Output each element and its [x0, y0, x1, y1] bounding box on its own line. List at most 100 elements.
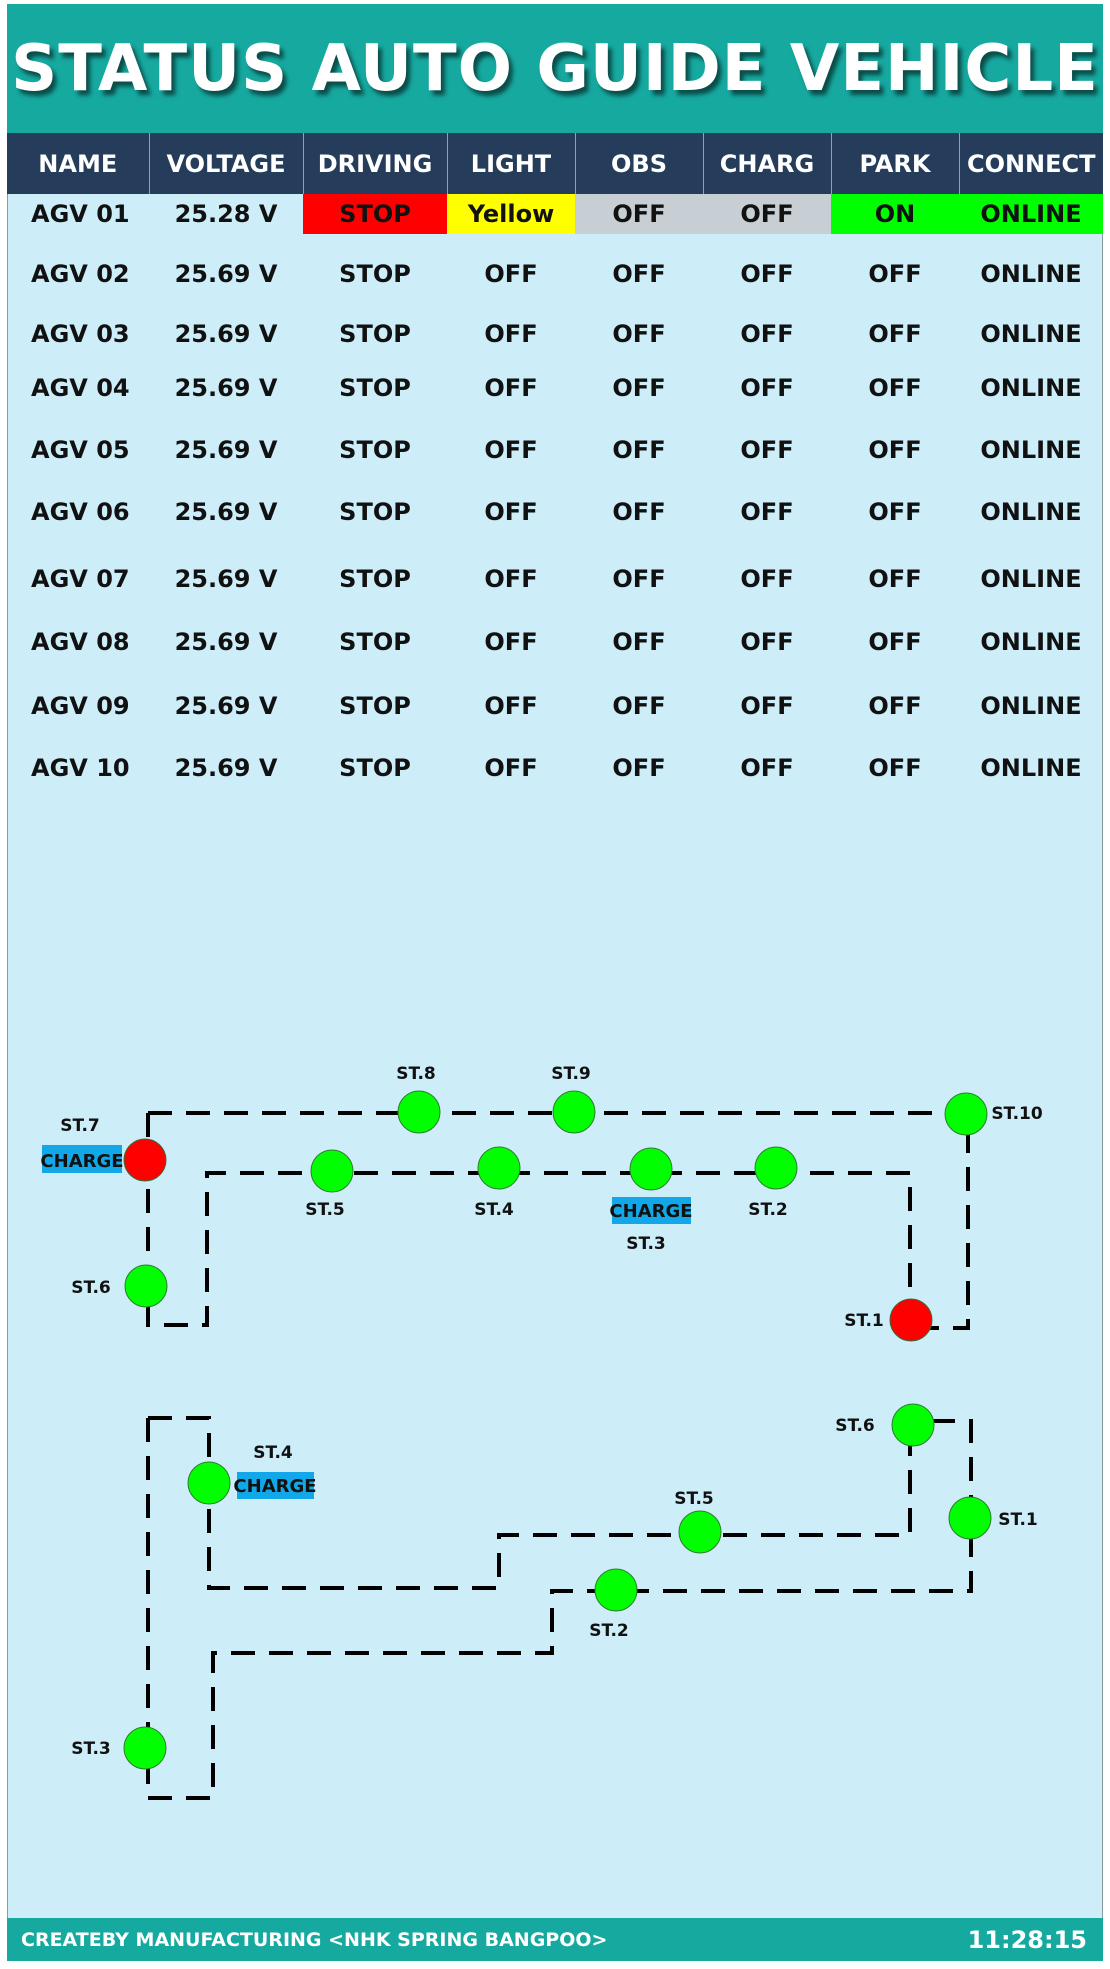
header-name: NAME: [7, 133, 150, 194]
agv-connect: ONLINE: [980, 320, 1082, 348]
agv-voltage: 25.69 V: [174, 498, 278, 526]
agv-connect: ONLINE: [959, 194, 1103, 234]
agv-light: OFF: [484, 754, 538, 782]
agv-connect: ONLINE: [980, 754, 1082, 782]
agv-charg: OFF: [703, 194, 831, 234]
agv-park: OFF: [868, 692, 922, 720]
agv-driving: STOP: [339, 498, 411, 526]
header-driving: DRIVING: [303, 133, 448, 194]
agv-voltage: 25.28 V: [174, 200, 278, 228]
agv-light: OFF: [484, 498, 538, 526]
footer-bar: CREATEBY MANUFACTURING <NHK SPRING BANGP…: [7, 1918, 1103, 1961]
title-bar: STATUS AUTO GUIDE VEHICLE: [7, 4, 1103, 133]
agv-park: OFF: [868, 754, 922, 782]
agv-park: ON: [831, 194, 959, 234]
agv-voltage: 25.69 V: [174, 627, 278, 656]
agv-charg: OFF: [740, 754, 794, 782]
agv-voltage: 25.69 V: [174, 564, 278, 593]
agv-obs: OFF: [612, 754, 666, 782]
agv-driving: STOP: [303, 194, 447, 234]
table-row: AGV 07 25.69 V STOP OFF OFF OFF OFF ONLI…: [7, 545, 1103, 612]
agv-name: AGV 10: [31, 754, 130, 782]
table-row: AGV 05 25.69 V STOP OFF OFF OFF OFF ONLI…: [7, 421, 1103, 479]
agv-obs: OFF: [612, 373, 666, 402]
table-row: AGV 01 25.28 V STOP Yellow OFF OFF ON ON…: [7, 194, 1103, 234]
agv-charg: OFF: [740, 627, 794, 656]
agv-obs: OFF: [612, 627, 666, 656]
agv-connect: ONLINE: [980, 373, 1082, 402]
table-row: AGV 09 25.69 V STOP OFF OFF OFF OFF ONLI…: [7, 671, 1103, 741]
agv-park: OFF: [868, 436, 922, 464]
agv-connect: ONLINE: [980, 627, 1082, 656]
agv-voltage: 25.69 V: [174, 260, 278, 288]
agv-light: OFF: [484, 692, 538, 720]
header-light: LIGHT: [447, 133, 576, 194]
agv-name: AGV 06: [31, 498, 130, 526]
agv-park: OFF: [868, 260, 922, 288]
agv-charg: OFF: [740, 436, 794, 464]
agv-obs: OFF: [612, 260, 666, 288]
agv-charg: OFF: [740, 498, 794, 526]
agv-name: AGV 03: [31, 320, 130, 348]
agv-park: OFF: [868, 627, 922, 656]
agv-connect: ONLINE: [980, 436, 1082, 464]
agv-name: AGV 04: [31, 373, 130, 402]
agv-driving: STOP: [339, 320, 411, 348]
agv-connect: ONLINE: [980, 260, 1082, 288]
agv-obs: OFF: [575, 194, 703, 234]
agv-voltage: 25.69 V: [174, 754, 278, 782]
agv-charg: OFF: [740, 564, 794, 593]
agv-charg: OFF: [740, 320, 794, 348]
agv-driving: STOP: [339, 692, 411, 720]
agv-connect: ONLINE: [980, 498, 1082, 526]
footer-credit: CREATEBY MANUFACTURING <NHK SPRING BANGP…: [21, 1928, 608, 1951]
agv-driving: STOP: [339, 260, 411, 288]
agv-driving: STOP: [339, 564, 411, 593]
agv-name: AGV 09: [31, 692, 130, 720]
agv-obs: OFF: [612, 564, 666, 593]
table-row: AGV 04 25.69 V STOP OFF OFF OFF OFF ONLI…: [7, 354, 1103, 421]
agv-park: OFF: [868, 320, 922, 348]
agv-charg: OFF: [740, 373, 794, 402]
agv-light: OFF: [484, 627, 538, 656]
table-row: AGV 03 25.69 V STOP OFF OFF OFF OFF ONLI…: [7, 314, 1103, 354]
header-voltage: VOLTAGE: [149, 133, 304, 194]
agv-name: AGV 02: [31, 260, 130, 288]
agv-light: OFF: [484, 260, 538, 288]
agv-park: OFF: [868, 564, 922, 593]
agv-light: OFF: [484, 436, 538, 464]
agv-obs: OFF: [612, 692, 666, 720]
agv-voltage: 25.69 V: [174, 320, 278, 348]
table-row: AGV 06 25.69 V STOP OFF OFF OFF OFF ONLI…: [7, 479, 1103, 545]
agv-voltage: 25.69 V: [174, 373, 278, 402]
agv-obs: OFF: [612, 436, 666, 464]
table-header-row: NAME VOLTAGE DRIVING LIGHT OBS CHARG PAR…: [7, 133, 1103, 194]
agv-driving: STOP: [339, 436, 411, 464]
agv-name: AGV 08: [31, 627, 130, 656]
header-connect: CONNECT: [959, 133, 1103, 194]
agv-park: OFF: [868, 373, 922, 402]
agv-charg: OFF: [740, 260, 794, 288]
agv-park: OFF: [868, 498, 922, 526]
header-charg: CHARG: [703, 133, 832, 194]
agv-driving: STOP: [339, 373, 411, 402]
agv-driving: STOP: [339, 627, 411, 656]
agv-name: AGV 07: [31, 564, 130, 593]
agv-light: OFF: [484, 564, 538, 593]
agv-light: OFF: [484, 320, 538, 348]
header-park: PARK: [831, 133, 960, 194]
agv-light: Yellow: [447, 194, 575, 234]
agv-driving: STOP: [339, 754, 411, 782]
table-row: AGV 02 25.69 V STOP OFF OFF OFF OFF ONLI…: [7, 234, 1103, 314]
agv-status-table: NAME VOLTAGE DRIVING LIGHT OBS CHARG PAR…: [7, 133, 1103, 795]
agv-name: AGV 01: [31, 200, 130, 228]
agv-charg: OFF: [740, 692, 794, 720]
page-title: STATUS AUTO GUIDE VEHICLE: [11, 31, 1099, 106]
agv-light: OFF: [484, 373, 538, 402]
table-row: AGV 10 25.69 V STOP OFF OFF OFF OFF ONLI…: [7, 741, 1103, 795]
header-obs: OBS: [575, 133, 704, 194]
agv-connect: ONLINE: [980, 564, 1082, 593]
agv-obs: OFF: [612, 320, 666, 348]
table-row: AGV 08 25.69 V STOP OFF OFF OFF OFF ONLI…: [7, 612, 1103, 671]
clock: 11:28:15: [967, 1925, 1087, 1954]
